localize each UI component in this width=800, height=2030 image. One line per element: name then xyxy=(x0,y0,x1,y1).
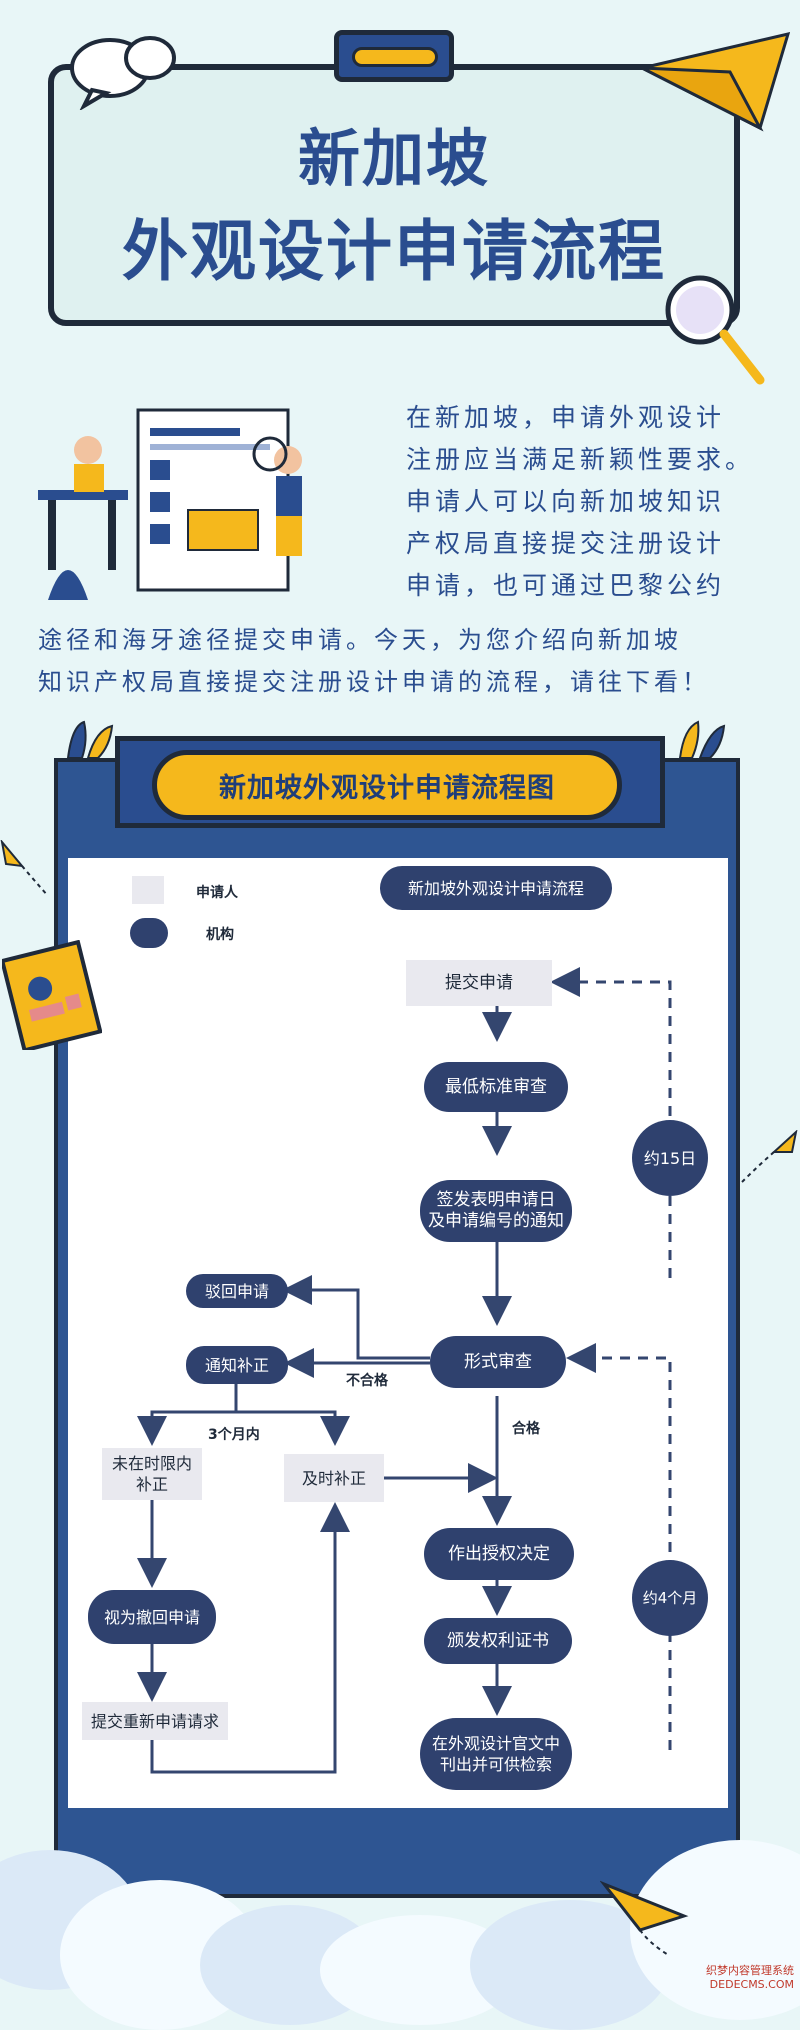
magnifier-icon xyxy=(665,275,765,385)
edge-label-within-3-months: 3个月内 xyxy=(208,1427,260,1443)
paper-plane-icon xyxy=(640,31,790,132)
footer-line-1: 织梦内容管理系统 xyxy=(706,1964,794,1977)
page-title-line-1: 新加坡 xyxy=(297,122,490,195)
panel-title: 新加坡外观设计申请流程图 xyxy=(152,750,622,820)
node-notice-line-1: 签发表明申请日 xyxy=(436,1190,556,1210)
leaf-left-icon xyxy=(66,720,114,759)
small-plane-icon xyxy=(0,840,49,897)
intro-line-4: 产权局直接提交注册设计 xyxy=(406,529,726,558)
intro-line-1: 在新加坡，申请外观设计 xyxy=(406,403,726,432)
legend-applicant-swatch xyxy=(132,876,164,904)
legend-agency-label: 机构 xyxy=(206,927,234,943)
speech-bubble-icon xyxy=(70,36,176,110)
bottom-plane-icon xyxy=(600,1880,689,1957)
node-min-review-label: 最低标准审查 xyxy=(445,1076,547,1097)
node-formal-review: 形式审查 xyxy=(430,1336,566,1388)
intro-line-6: 途径和海牙途径提交申请。今天，为您介绍向新加坡 xyxy=(38,626,682,654)
id-card-icon xyxy=(2,940,102,1050)
edge-label-fail: 不合格 xyxy=(346,1373,388,1389)
flowchart-area xyxy=(68,858,728,1808)
intro-line-2: 注册应当满足新颖性要求。 xyxy=(406,445,755,474)
node-fix-in-time: 及时补正 xyxy=(284,1454,384,1502)
node-certificate: 颁发权利证书 xyxy=(424,1618,572,1664)
node-grant: 作出授权决定 xyxy=(424,1528,574,1580)
node-not-in-time-line-1: 未在时限内 xyxy=(111,1454,192,1473)
node-reject: 驳回申请 xyxy=(186,1274,288,1308)
office-illustration xyxy=(38,408,302,600)
node-not-in-time-line-2: 补正 xyxy=(135,1475,168,1494)
flowchart-header: 新加坡外观设计申请流程 xyxy=(380,866,612,910)
edge-label-pass: 合格 xyxy=(512,1421,540,1437)
intro-line-5: 申请，也可通过巴黎公约 xyxy=(406,571,726,600)
leaf-right-icon xyxy=(678,720,726,759)
node-resubmit: 提交重新申请请求 xyxy=(82,1702,228,1740)
footer-line-2: DEDECMS.COM xyxy=(709,1978,794,1991)
node-min-review: 最低标准审查 xyxy=(424,1062,568,1112)
node-submit: 提交申请 xyxy=(406,960,552,1006)
title-tab-highlight xyxy=(352,47,438,67)
node-deemed-withdrawn: 视为撤回申请 xyxy=(88,1590,216,1644)
node-notice-line-2: 及申请编号的通知 xyxy=(428,1211,564,1231)
node-not-in-time: 未在时限内 补正 xyxy=(102,1448,202,1500)
page-title-line-2: 外观设计申请流程 xyxy=(122,213,666,290)
node-publish-line-1: 在外观设计官文中 xyxy=(431,1734,560,1753)
node-notify-fix: 通知补正 xyxy=(186,1346,288,1384)
node-publish-line-2: 刊出并可供检索 xyxy=(439,1755,552,1774)
node-publish: 在外观设计官文中 刊出并可供检索 xyxy=(420,1718,572,1790)
intro-line-7: 知识产权局直接提交注册设计申请的流程，请往下看！ xyxy=(38,668,710,696)
intro-line-3: 申请人可以向新加坡知识 xyxy=(406,487,726,516)
node-notice: 签发表明申请日 及申请编号的通知 xyxy=(420,1180,572,1242)
duration-15-days: 约15日 xyxy=(632,1120,708,1196)
footer-watermark: 织梦内容管理系统 DEDECMS.COM xyxy=(706,1964,794,1992)
legend-agency-swatch xyxy=(130,918,168,948)
duration-4-months: 约4个月 xyxy=(632,1560,708,1636)
small-plane-right-icon xyxy=(741,1130,798,1183)
legend-applicant-label: 申请人 xyxy=(196,885,238,901)
